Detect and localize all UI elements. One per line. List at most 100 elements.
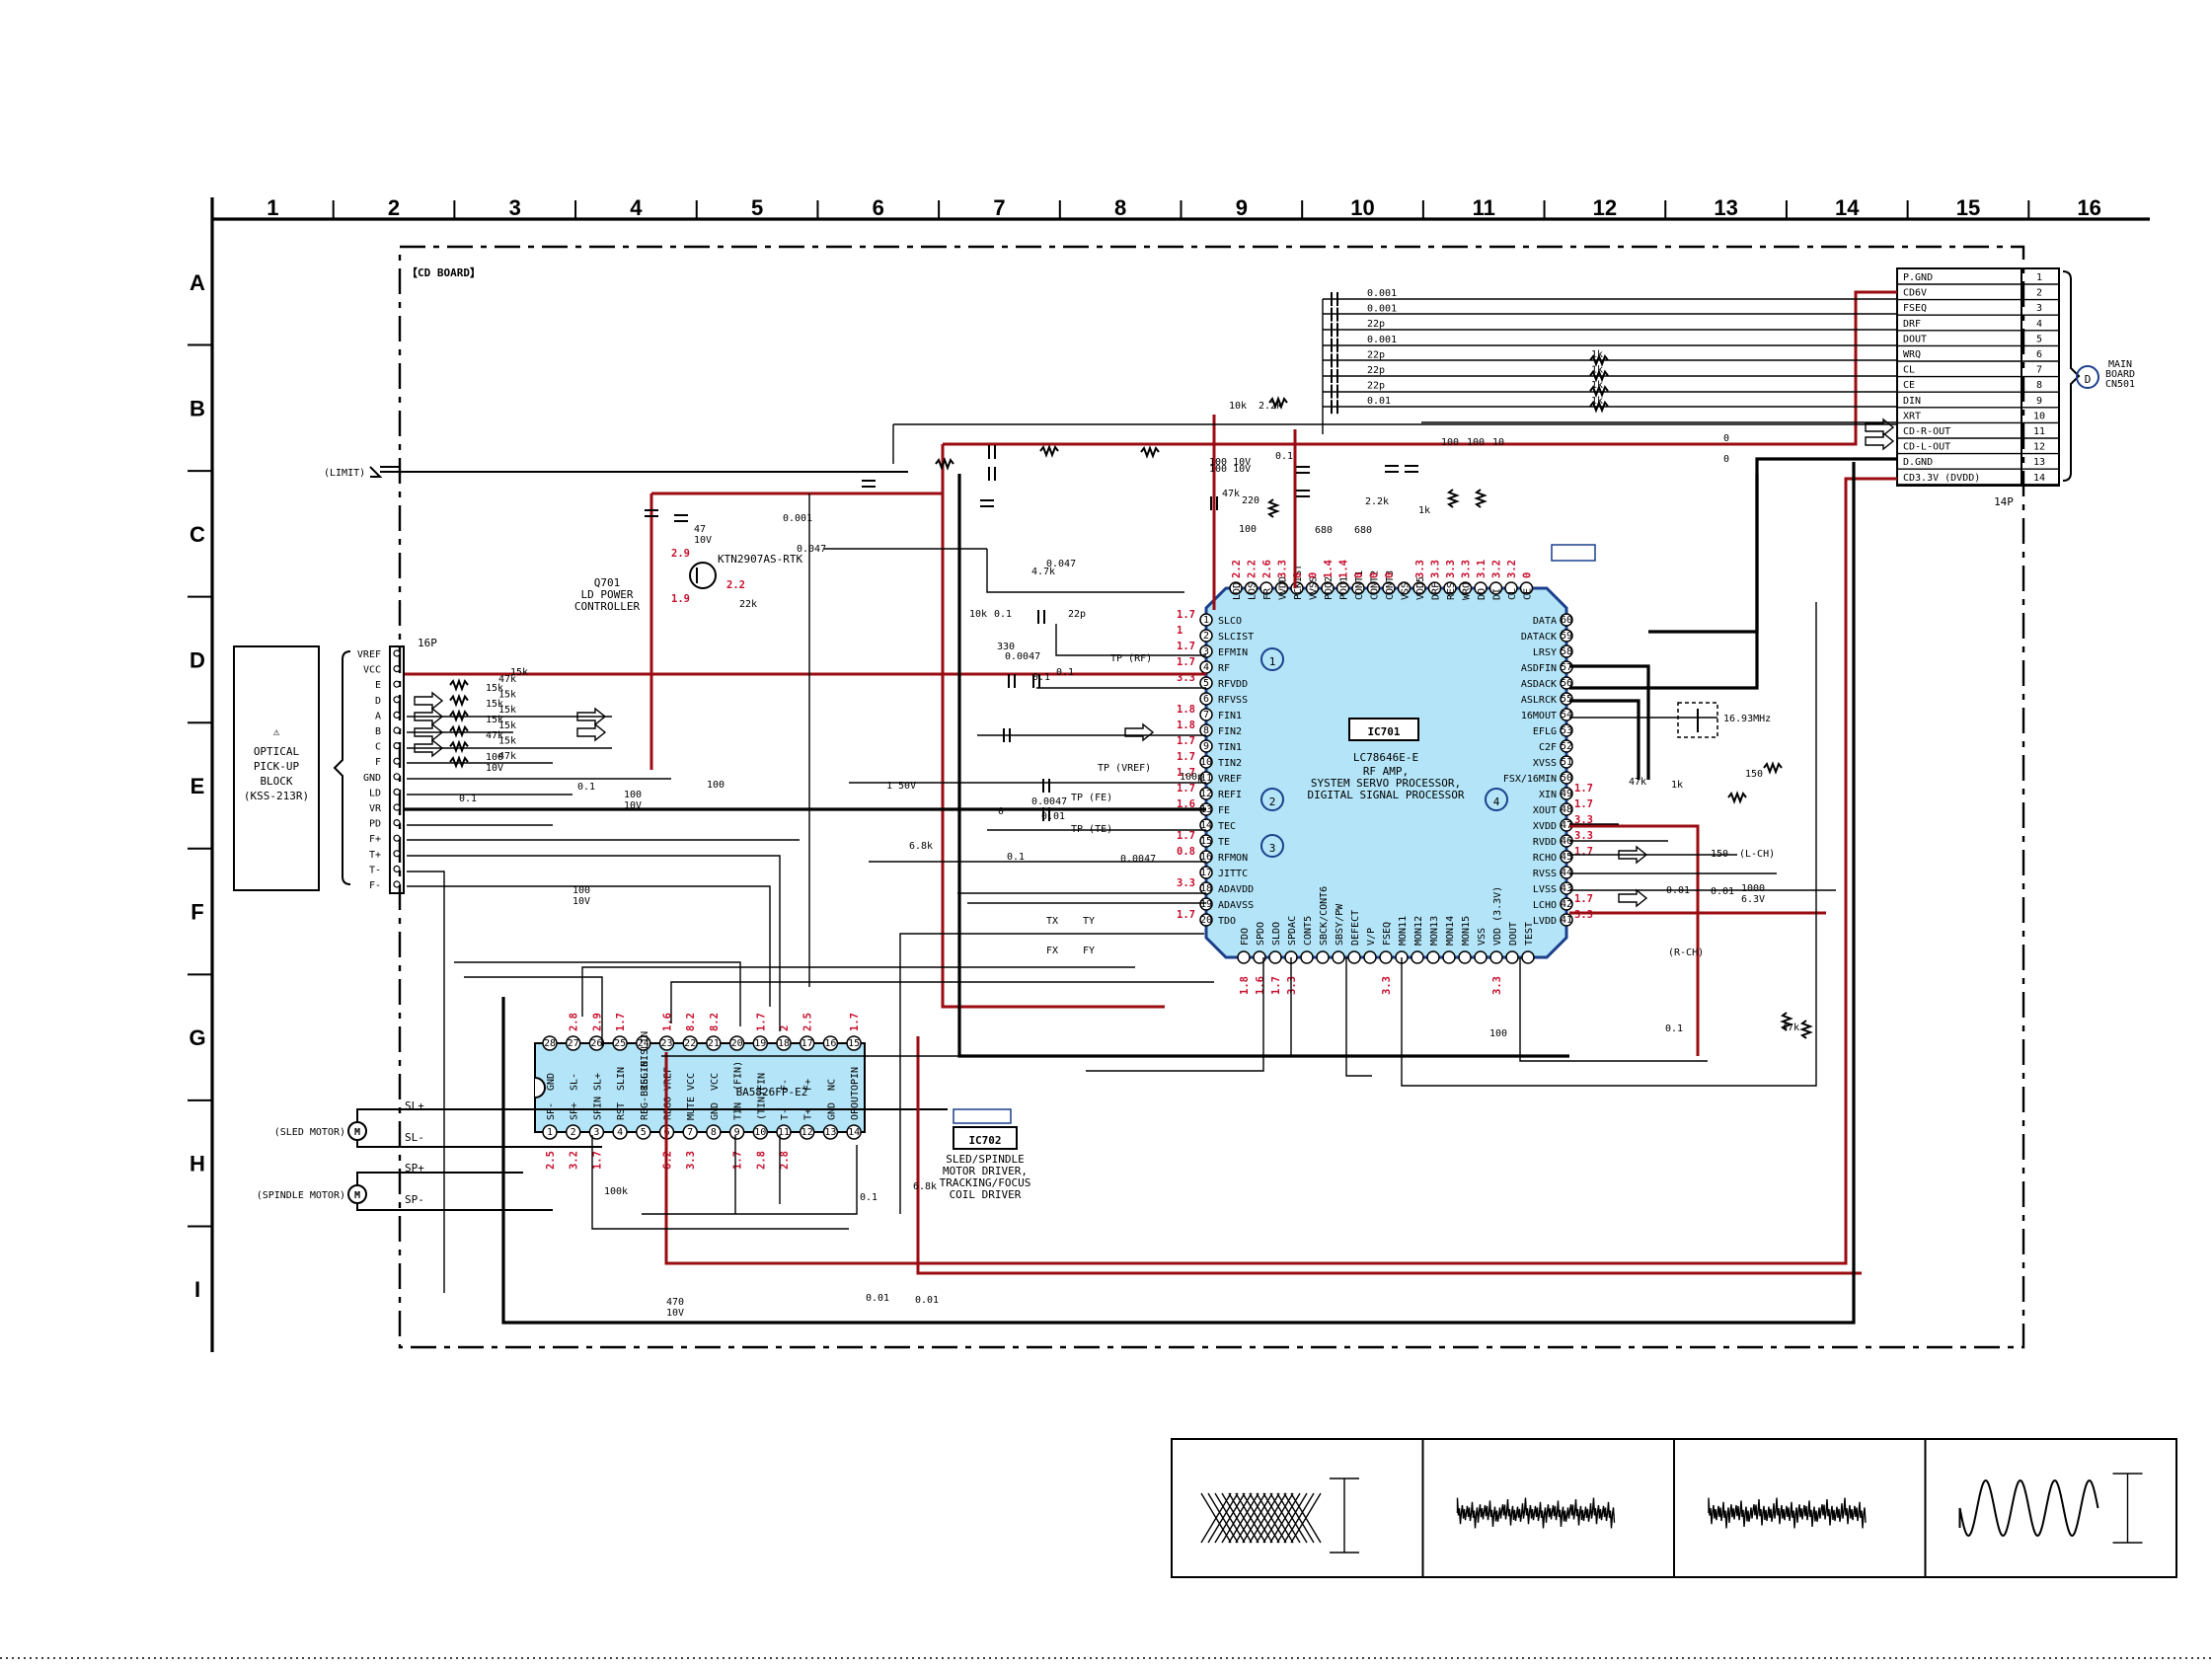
ic701-pin	[1351, 581, 1365, 595]
voltage-label: 1.7	[1574, 783, 1593, 795]
main-connector-pin-label: P.GND	[1903, 272, 1933, 283]
connector-pin	[393, 818, 401, 827]
component-value: 330	[997, 642, 1015, 652]
ic702-pin-number: 14	[848, 1127, 860, 1138]
voltage-label: 2.8	[755, 1151, 767, 1170]
ic702-pin-number: 26	[590, 1038, 602, 1049]
ic701-pin-number: 14	[1200, 820, 1212, 831]
noise-waveform	[1456, 1497, 1616, 1529]
resistor-value: 1k	[1591, 380, 1603, 391]
ic702-pin-label: T-	[780, 1108, 791, 1120]
grid-column-label: 1	[267, 195, 278, 220]
ic701-pin-label: REFI	[1218, 790, 1242, 800]
voltage-label: 0	[1353, 572, 1365, 578]
component-value: 15k	[486, 715, 503, 725]
main-connector-pin-label: D.GND	[1903, 457, 1933, 468]
voltage-label: 1.7	[1177, 609, 1195, 621]
voltage-label: 3.3	[685, 1151, 697, 1170]
spindle-motor-pin: SP+	[405, 1162, 424, 1174]
ic701-pin	[1458, 581, 1473, 595]
ic701-pin-label: VSS	[1477, 928, 1487, 946]
ic701-pin	[1335, 581, 1350, 595]
wire	[356, 1108, 948, 1122]
grid-row-label: F	[191, 900, 203, 925]
ic702-description: TRACKING/FOCUS	[940, 1176, 1031, 1189]
waveform-marker-label: 1	[1269, 655, 1276, 668]
signal-arrow-icon	[414, 707, 444, 726]
signal-wire	[1345, 957, 1372, 1077]
voltage-label: 3.3	[1461, 560, 1473, 578]
ic701-pin	[1268, 950, 1282, 964]
ic701-pin-label: DO	[1477, 588, 1487, 600]
component-value: 1k	[1671, 780, 1683, 791]
pickup-pin-label: T+	[369, 850, 381, 861]
resistor-symbol	[449, 755, 469, 769]
ic701-pin-label: CL	[1507, 588, 1518, 600]
ic701-pin-label: SLCO	[1218, 616, 1242, 627]
capacitor-value: 22p	[1367, 349, 1385, 360]
ic701-pin-label: LRSY	[1533, 647, 1557, 658]
ic702-pin	[846, 1035, 862, 1051]
ic702-pin-number: 20	[731, 1038, 743, 1049]
voltage-label: 1.7	[1177, 641, 1195, 652]
ic701-pin	[1199, 613, 1213, 627]
ic701-pin-label: MON12	[1413, 916, 1424, 946]
resistor-symbol	[449, 709, 469, 723]
ic701-pin	[1316, 950, 1330, 964]
ic701-pin	[1560, 739, 1573, 753]
voltage-label: 2.5	[545, 1151, 557, 1170]
voltage-label: 3.3	[1445, 560, 1457, 578]
grid-column-label: 5	[751, 195, 763, 220]
destination-label: BOARD	[2105, 369, 2135, 380]
connector-pin	[393, 788, 401, 796]
motor-icon: M	[354, 1190, 360, 1201]
ic701-pin	[1560, 755, 1573, 769]
ic702-pin-label: SL-	[570, 1073, 580, 1091]
voltage-label: 8.2	[685, 1013, 697, 1031]
voltage-label: 0	[1522, 572, 1534, 578]
ic702-pin-number: 28	[544, 1038, 556, 1049]
main-connector-pin-number: 5	[2036, 334, 2042, 344]
ic701-pin	[1305, 581, 1320, 595]
resistor-symbol	[1140, 445, 1160, 459]
component-value: 10V	[486, 763, 503, 774]
ic701-pin-label: RFVSS	[1218, 695, 1248, 706]
grid-column-label: 12	[1593, 195, 1617, 220]
voltage-label: 3.3	[1277, 560, 1289, 578]
voltage-label: 1.7	[1574, 893, 1593, 905]
ic701-part-number: LC78646E-E	[1353, 751, 1418, 764]
connector-pin	[393, 850, 401, 858]
pickup-connector-size: 16P	[418, 637, 437, 649]
ic701-pin-number: 58	[1561, 646, 1572, 657]
ic701-pin-number: 5	[1203, 678, 1209, 689]
voltage-label: 1.7	[1177, 735, 1195, 747]
ic701-pin-label: ASLRCK	[1521, 695, 1557, 706]
voltage-label: 3.3	[1574, 830, 1593, 842]
main-connector-brace	[2062, 270, 2081, 482]
ic701-pin-number: 18	[1200, 883, 1212, 894]
component-value: 4.7k	[1031, 567, 1055, 577]
ic701-pin	[1366, 581, 1381, 595]
wire	[356, 1203, 553, 1211]
voltage-label: 8.2	[709, 1013, 721, 1031]
ic701-pin	[1560, 771, 1573, 785]
resistor-symbol	[935, 457, 954, 471]
component-value: 22k	[739, 599, 757, 610]
main-connector-pin-label: DIN	[1903, 396, 1921, 407]
ic701-pin-label: RCHO	[1533, 853, 1557, 864]
voltage-label: 1	[1177, 625, 1182, 637]
ic702-pin-number: 9	[734, 1127, 740, 1138]
grid-column-label: 13	[1714, 195, 1737, 220]
ic702-pin-label: REG-BISLIN	[640, 1061, 650, 1120]
signal-arrow-icon	[414, 738, 444, 758]
ic702-pin-number: 17	[801, 1038, 813, 1049]
component-value: 0.1	[1032, 672, 1050, 683]
ic701-pin-label: XIN	[1539, 790, 1557, 800]
ic701-pin-label: VVSS	[1309, 576, 1320, 600]
ic701-pin-number: 53	[1561, 725, 1572, 736]
main-connector-pin-label: XRT	[1903, 411, 1921, 421]
ic701-pin	[1199, 834, 1213, 848]
grid-row-label: G	[189, 1025, 205, 1050]
signal-wire	[591, 1135, 849, 1230]
limit-label: (LIMIT)	[324, 468, 365, 479]
